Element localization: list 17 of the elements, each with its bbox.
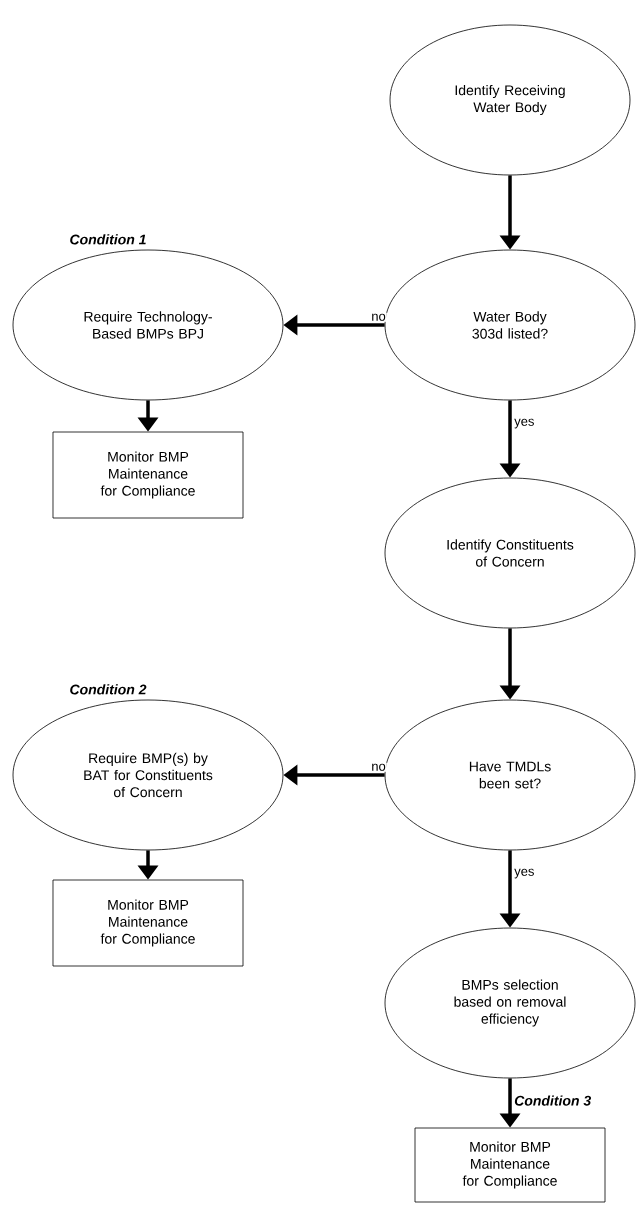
process-box: Monitor BMP Maintenance for Compliance [52,431,244,519]
process-box: Monitor BMP Maintenance for Compliance [52,879,244,967]
edge-label: no [372,313,386,321]
ellipse-node: Require Technology-Based BMPs BPJ [12,249,284,401]
ellipse-node: Identify Receiving Water Body [389,24,631,176]
edge-label: Condition 3 [514,1095,592,1106]
edge-label: no [372,763,386,771]
edge-label: yes [514,868,534,879]
ellipse-node: BMPs selection based on removal efficiency [384,927,636,1079]
ellipse-node: Have TMDLs been set? [384,699,636,851]
ellipse-node: Identify Constituents of Concern [384,477,636,629]
process-box: Monitor BMP Maintenance for Compliance [414,1127,606,1203]
edge-label: yes [514,418,534,429]
ellipse-node: Water Body 303d listed? [384,249,636,401]
condition-label: Condition 2 [70,684,147,695]
ellipse-node: Require BMP(s) by BAT for Constituents of Concern [12,699,284,851]
condition-label: Condition 1 [70,234,146,245]
